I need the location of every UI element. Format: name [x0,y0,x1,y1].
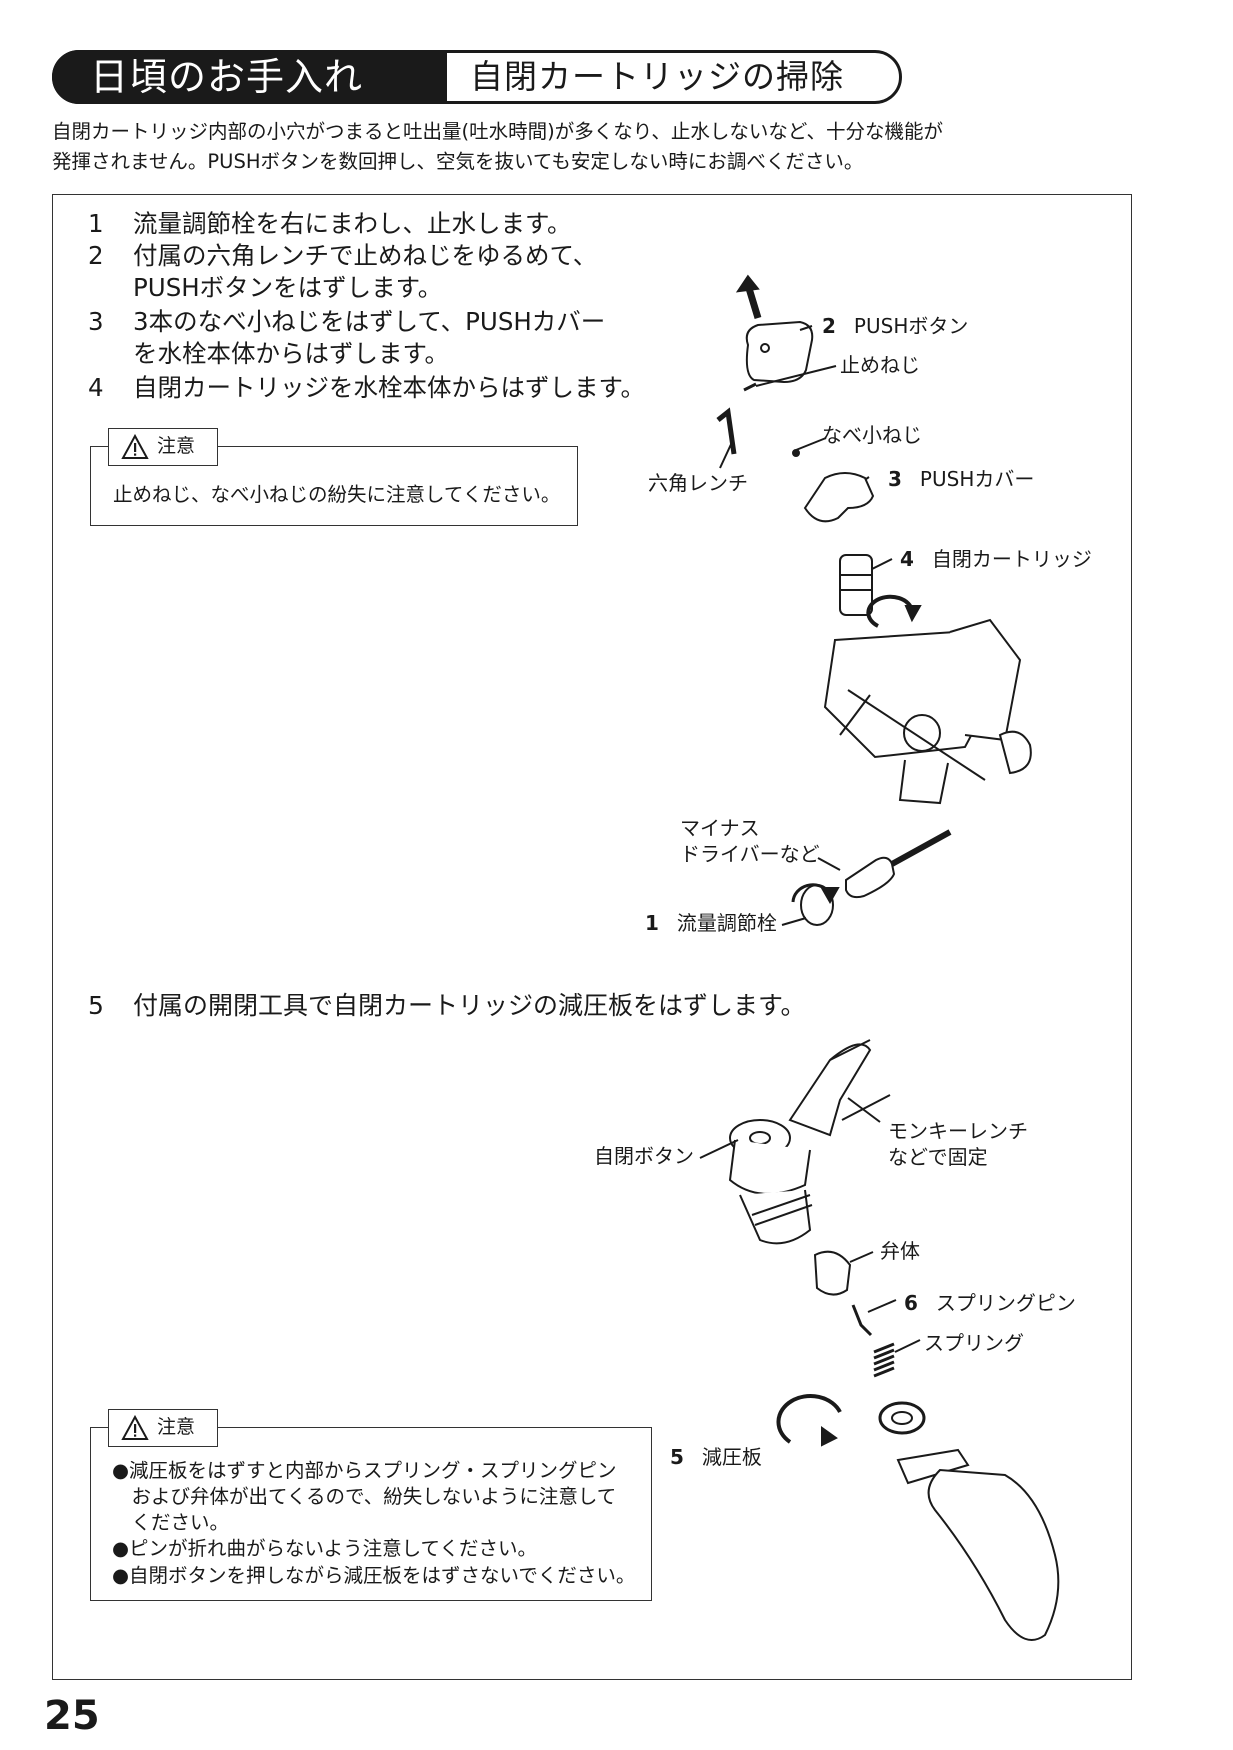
step-2-cont: PUSHボタンをはずします。 [133,273,443,302]
step-3-cont: を水栓本体からはずします。 [133,339,450,368]
up-arrow-icon [735,274,760,293]
caution-box-2 [90,1427,652,1601]
valve-body-part [813,1250,852,1296]
caution-2-line-4: ●ピンが折れ曲がらないよう注意してください。 [112,1537,537,1560]
intro-line-2: 発揮されません。PUSHボタンを数回押し、空気を抜いても安定しない時にお調べくだ… [52,150,864,173]
opening-tool-part [896,1448,970,1485]
label-pan-screw: なべ小ねじ [822,423,922,447]
label-hex-wrench: 六角レンチ [648,471,748,495]
label-closing-button: 自閉ボタン [594,1144,694,1168]
page-number: 25 [44,1693,100,1739]
label-driver-1: マイナス [680,816,760,840]
caution-tab-1: 注意 [108,428,218,466]
monkey-wrench-part [788,1043,872,1137]
label-valve-body: 弁体 [880,1239,920,1263]
caution-box-1 [90,446,578,526]
spring-part [873,1342,895,1378]
header-title: 日頃のお手入れ [52,50,447,104]
push-button-part [745,320,814,384]
label-spring: スプリング [924,1331,1024,1355]
screwdriver-part [845,856,896,899]
caution-1-text: 止めねじ、なべ小ねじの紛失に注意してください。 [113,483,561,506]
warning-icon [121,433,149,459]
label-monkey-1: モンキーレンチ [888,1119,1028,1143]
caution-tab-2: 注意 [108,1409,218,1447]
caution-2-line-2: および弁体が出てくるので、紛失しないように注意して [112,1485,617,1508]
header-subtitle: 自閉カートリッジの掃除 [470,57,844,96]
label-driver-2: ドライバーなど [680,842,820,866]
warning-icon [121,1414,149,1440]
label-set-screw: 止めねじ [840,353,920,377]
push-cover-part [803,472,875,523]
pressure-plate-part [878,1401,926,1435]
cartridge-part [839,554,873,616]
label-monkey-2: などで固定 [888,1145,988,1169]
hand-part [927,1468,1060,1641]
caution-2-line-3: ください。 [112,1511,230,1534]
intro-line-1: 自閉カートリッジ内部の小穴がつまると吐出量(吐水時間)が多くなり、止水しないなど… [52,120,943,143]
caution-2-line-1: ●減圧板をはずすと内部からスプリング・スプリングピン [112,1459,617,1482]
caution-2-line-5: ●自閉ボタンを押しながら減圧板をはずさないでください。 [112,1564,636,1587]
spring-pin-part [851,1304,873,1337]
content-frame [52,194,1132,1680]
